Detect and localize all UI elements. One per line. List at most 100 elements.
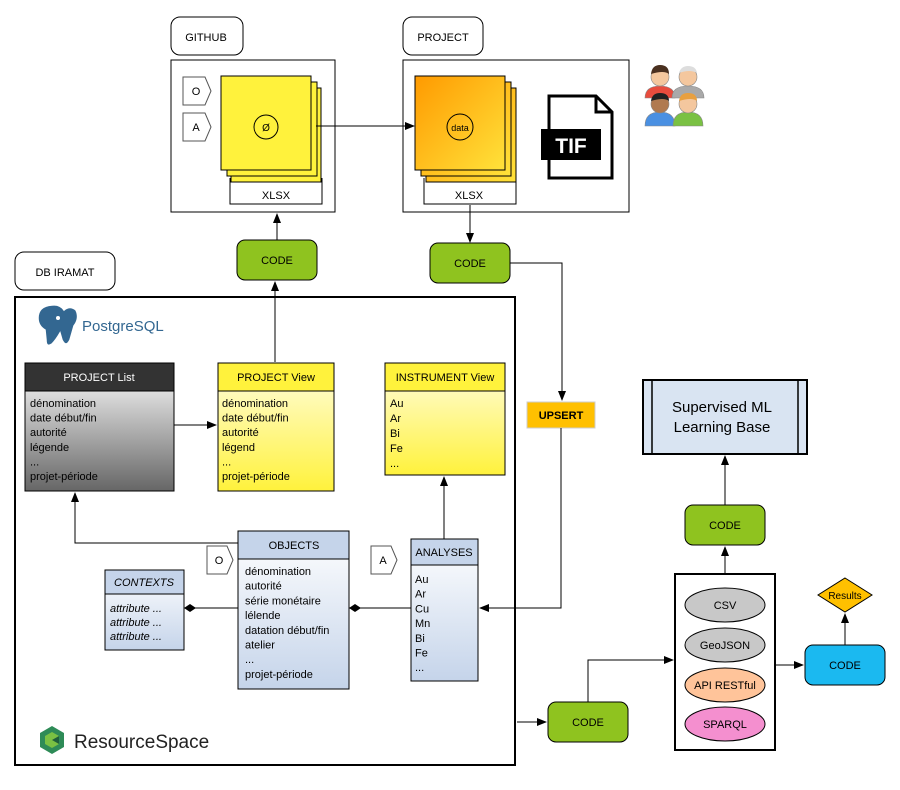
format-sparql: SPARQL <box>684 706 766 742</box>
svg-text:CODE: CODE <box>572 717 604 729</box>
results-diamond: Results <box>817 577 873 613</box>
svg-text:API RESTful: API RESTful <box>694 680 756 692</box>
code-box-project: CODE <box>429 242 511 284</box>
analyses-table: ANALYSES AuArCuMnBiFe... <box>410 538 479 682</box>
db-label: DB IRAMAT <box>35 267 94 279</box>
svg-text:GeoJSON: GeoJSON <box>700 640 750 652</box>
github-label: GITHUB <box>185 32 227 44</box>
analyses-row: Cu <box>415 603 429 615</box>
analyses-row: ... <box>415 662 424 674</box>
project-list-row: projet-période <box>30 471 98 483</box>
connectors <box>71 122 849 726</box>
postgresql-logo-text: PostgreSQL <box>82 318 164 335</box>
svg-text:A: A <box>379 555 387 567</box>
code-box-results: CODE <box>804 644 886 686</box>
project-sheet-symbol: data <box>451 123 469 133</box>
contexts-table: CONTEXTS attribute ... attribute ... attri… <box>104 569 185 651</box>
project-list-table: PROJECT List dénomination date début/fin a… <box>24 362 175 492</box>
objects-row: datation début/fin <box>245 625 329 637</box>
github-xlsx-stack: Ø XLSX <box>220 75 323 205</box>
instrument-view-title: INSTRUMENT View <box>396 372 495 384</box>
tag-o: O <box>206 545 234 575</box>
analyses-title: ANALYSES <box>415 547 472 559</box>
svg-text:CODE: CODE <box>709 520 741 532</box>
project-list-row: légende <box>30 442 69 454</box>
project-list-title: PROJECT List <box>63 372 134 384</box>
objects-row: ... <box>245 654 254 666</box>
db-label-box: DB IRAMAT <box>14 251 116 291</box>
instrument-view-table: INSTRUMENT View AuArBiFe... <box>384 362 506 476</box>
objects-title: OBJECTS <box>269 540 320 552</box>
format-csv: CSV <box>684 587 766 623</box>
svg-text:CODE: CODE <box>829 660 861 672</box>
contexts-row: attribute ... <box>110 631 162 643</box>
contexts-row: attribute ... <box>110 603 162 615</box>
project-view-row: légend <box>222 442 255 454</box>
tag-a-small: A <box>182 112 212 142</box>
format-geojson: GeoJSON <box>684 627 766 663</box>
svg-text:O: O <box>215 555 224 567</box>
github-label-box: GITHUB <box>170 16 244 56</box>
project-label: PROJECT <box>417 32 469 44</box>
ml-base-line2: Learning Base <box>674 419 771 436</box>
format-api-restful: API RESTful <box>684 667 766 703</box>
project-label-box: PROJECT <box>402 16 484 56</box>
contexts-title: CONTEXTS <box>114 577 175 589</box>
project-view-row: projet-période <box>222 471 290 483</box>
tif-label: TIF <box>555 135 587 158</box>
github-xlsx-label: XLSX <box>262 190 291 202</box>
project-view-title: PROJECT View <box>237 372 315 384</box>
ml-base-box: Supervised ML Learning Base <box>642 379 808 455</box>
users-icon <box>644 65 705 127</box>
svg-text:SPARQL: SPARQL <box>703 719 747 731</box>
objects-row: projet-période <box>245 669 313 681</box>
resourcespace-logo: ResourceSpace <box>40 726 209 754</box>
instrument-view-row: Bi <box>390 428 400 440</box>
instrument-view-row: ... <box>390 458 399 470</box>
project-xlsx-stack: data XLSX <box>414 75 517 205</box>
upsert-box: UPSERT <box>526 401 596 429</box>
analyses-row: Au <box>415 574 428 586</box>
resourcespace-logo-text: ResourceSpace <box>74 732 209 753</box>
postgresql-logo: PostgreSQL <box>37 304 164 347</box>
objects-row: dénomination <box>245 566 311 578</box>
svg-text:CSV: CSV <box>714 600 737 612</box>
tif-file-icon: TIF <box>541 94 614 180</box>
tag-o-small: O <box>182 76 212 106</box>
instrument-view-row: Ar <box>390 413 401 425</box>
project-view-row: dénomination <box>222 398 288 410</box>
project-view-table: PROJECT View dénomination date début/fin a… <box>217 362 335 492</box>
objects-row: série monétaire <box>245 595 321 607</box>
project-view-row: ... <box>222 456 231 468</box>
project-view-row: date début/fin <box>222 413 289 425</box>
project-list-row: ... <box>30 456 39 468</box>
analyses-row: Mn <box>415 618 430 630</box>
analyses-row: Fe <box>415 648 428 660</box>
ml-base-line1: Supervised ML <box>672 399 772 416</box>
instrument-view-row: Fe <box>390 443 403 455</box>
upsert-label: UPSERT <box>539 410 584 422</box>
objects-row: atelier <box>245 640 275 652</box>
project-list-row: date début/fin <box>30 413 97 425</box>
project-view-row: autorité <box>222 427 259 439</box>
code-box-ml: CODE <box>684 504 766 546</box>
project-list-row: dénomination <box>30 398 96 410</box>
project-xlsx-label: XLSX <box>455 190 484 202</box>
objects-row: autorité <box>245 581 282 593</box>
analyses-row: Ar <box>415 589 426 601</box>
svg-text:O: O <box>192 86 201 98</box>
svg-text:A: A <box>192 122 200 134</box>
code-box-github: CODE <box>236 239 318 281</box>
results-label: Results <box>828 591 861 602</box>
objects-table: OBJECTS dénomination autorité série monéta… <box>237 530 350 690</box>
instrument-view-row: Au <box>390 398 403 410</box>
tag-a: A <box>370 545 398 575</box>
objects-row: lélende <box>245 610 280 622</box>
project-list-row: autorité <box>30 427 67 439</box>
contexts-row: attribute ... <box>110 617 162 629</box>
analyses-row: Bi <box>415 633 425 645</box>
svg-text:CODE: CODE <box>261 255 293 267</box>
github-sheet-symbol: Ø <box>262 123 270 134</box>
svg-text:CODE: CODE <box>454 258 486 270</box>
